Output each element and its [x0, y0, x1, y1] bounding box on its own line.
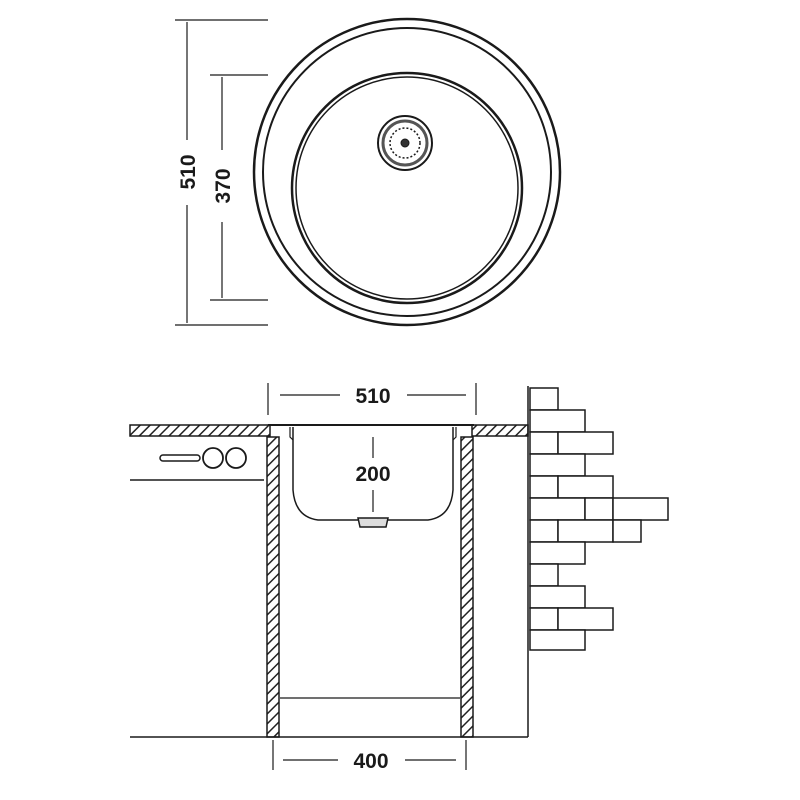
depth-label: 200	[355, 463, 390, 486]
sink-rim-outer	[252, 17, 562, 327]
top-width-label: 510	[355, 385, 390, 408]
outer-diameter-label: 510	[177, 154, 200, 189]
cabinet-wall-right	[460, 436, 474, 738]
side-view	[129, 383, 669, 770]
drawer-handle	[159, 454, 201, 462]
drain-outlet	[357, 517, 389, 528]
bowl-diameter-label: 370	[212, 168, 235, 203]
cabinet-wall-left	[266, 436, 280, 738]
countertop-left	[129, 424, 271, 437]
knob-icon	[225, 447, 247, 469]
cabinet-width-label: 400	[353, 750, 388, 773]
countertop-right	[471, 424, 529, 437]
sink-rim-inner	[262, 27, 552, 317]
bowl-inner	[295, 76, 519, 300]
bowl-outer	[290, 71, 524, 305]
brick-wall	[529, 387, 669, 651]
top-view	[175, 17, 562, 327]
knob-icon	[202, 447, 224, 469]
drain-icon	[377, 115, 433, 171]
